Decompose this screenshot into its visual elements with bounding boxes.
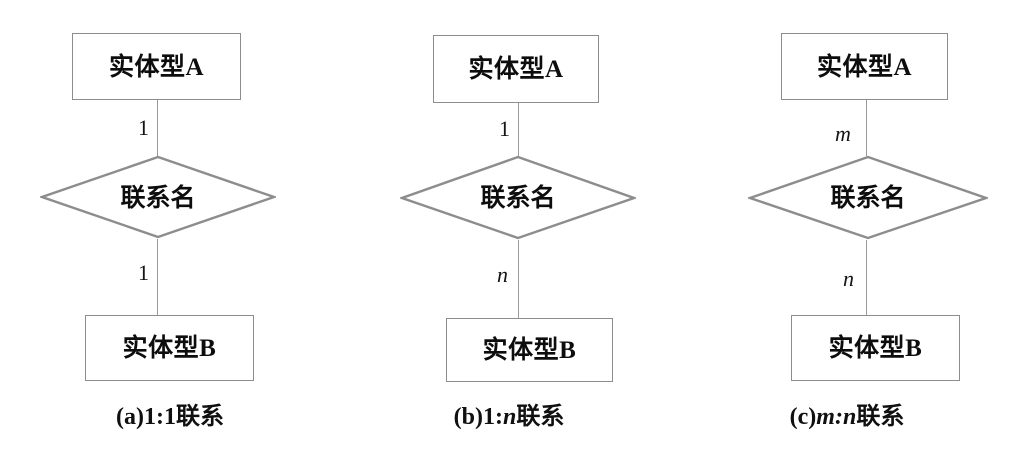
relationship-label-b: 联系名: [480, 183, 556, 212]
caption-a-prefix: (a): [116, 404, 144, 430]
entity-label-a-top: 实体型A: [108, 51, 205, 81]
entity-label-a-bottom: 实体型B: [122, 333, 217, 362]
cardinality-c-bottom: n: [843, 266, 854, 291]
caption-b: (b)1:n联系: [340, 404, 678, 429]
entity-label-c-top: 实体型A: [816, 51, 913, 81]
entity-label-b-top: 实体型A: [468, 54, 564, 83]
er-diagram-c: 实体型A m 联系名 n 实体型B (c)m:n联系: [678, 0, 1016, 458]
diamond-shape-icon: [748, 155, 988, 240]
cardinality-a-top: 1: [138, 115, 149, 140]
caption-a: (a)1:1联系: [0, 404, 340, 429]
entity-box-c-bottom[interactable]: 实体型B: [791, 315, 960, 381]
entity-label-c-bottom: 实体型B: [828, 333, 923, 362]
relationship-label-a: 联系名: [120, 183, 196, 212]
caption-c-colon: :: [834, 404, 843, 430]
er-diagram-b: 实体型A 1 联系名 n 实体型B (b)1:n联系: [340, 0, 678, 458]
cardinality-b-top: 1: [499, 116, 510, 141]
cardinality-a-bottom: 1: [138, 260, 149, 285]
entity-box-b-bottom[interactable]: 实体型B: [446, 318, 613, 382]
caption-b-colon: :: [494, 404, 503, 430]
connector-c-top: [866, 100, 868, 156]
entity-box-a-top[interactable]: 实体型A: [72, 33, 241, 100]
cardinality-c-top: m: [835, 121, 851, 146]
caption-b-ratio-right: n: [502, 404, 517, 430]
caption-a-suffix: 联系: [175, 402, 224, 430]
caption-a-ratio-right: 1: [163, 404, 176, 430]
caption-b-suffix: 联系: [516, 402, 565, 430]
relationship-diamond-a[interactable]: 联系名: [40, 155, 276, 239]
diamond-shape-icon: [400, 155, 636, 240]
connector-a-top: [157, 100, 159, 156]
connector-c-bottom: [866, 240, 868, 316]
entity-box-b-top[interactable]: 实体型A: [433, 35, 599, 103]
entity-box-a-bottom[interactable]: 实体型B: [85, 315, 254, 381]
caption-c-suffix: 联系: [856, 402, 905, 430]
diamond-shape-icon: [40, 155, 276, 239]
caption-a-ratio-left: 1: [143, 404, 156, 430]
caption-b-ratio-left: 1: [482, 404, 495, 430]
er-diagram-a: 实体型A 1 联系名 1 实体型B (a)1:1联系: [0, 0, 340, 458]
relationship-label-c: 联系名: [830, 183, 906, 212]
relationship-diamond-b[interactable]: 联系名: [400, 155, 636, 240]
caption-b-prefix: (b): [453, 404, 483, 430]
entity-box-c-top[interactable]: 实体型A: [781, 33, 948, 100]
caption-c-ratio-right: n: [842, 404, 857, 430]
caption-c: (c)m:n联系: [678, 404, 1016, 429]
connector-b-bottom: [518, 240, 520, 319]
caption-a-colon: :: [155, 404, 164, 430]
cardinality-b-bottom: n: [497, 262, 508, 287]
caption-c-prefix: (c): [789, 404, 817, 430]
relationship-diamond-c[interactable]: 联系名: [748, 155, 988, 240]
connector-b-top: [518, 103, 520, 156]
caption-c-ratio-left: m: [816, 404, 835, 430]
connector-a-bottom: [157, 239, 159, 316]
entity-label-b-bottom: 实体型B: [482, 335, 577, 364]
